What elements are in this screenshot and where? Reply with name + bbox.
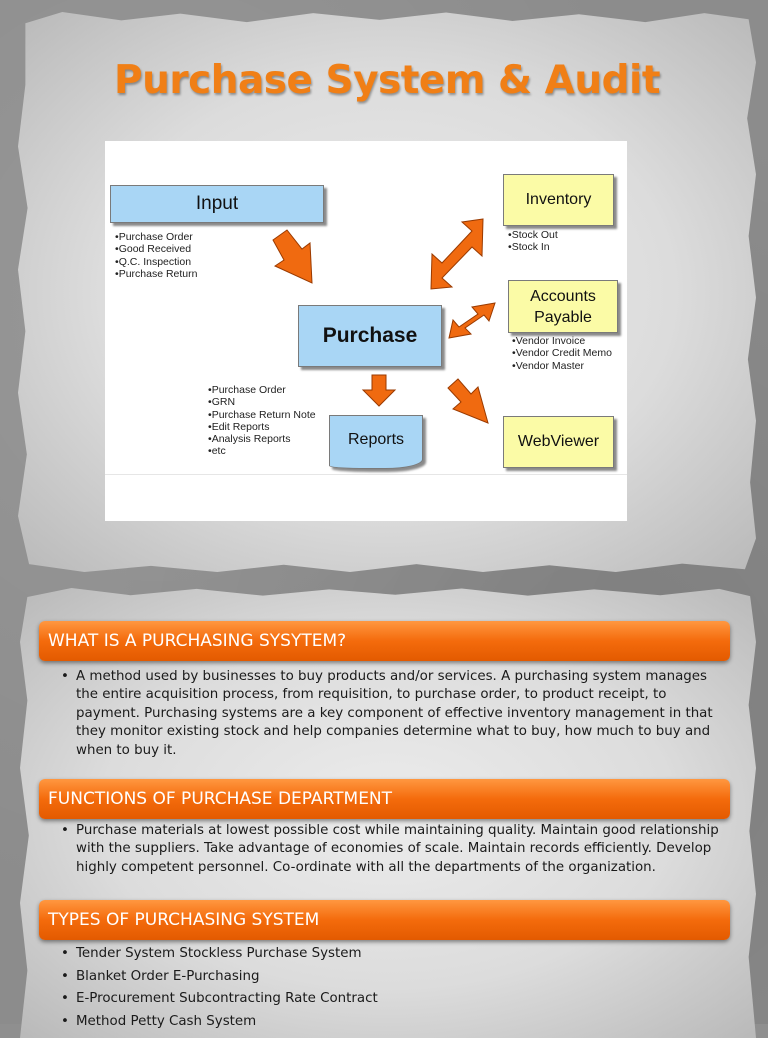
- bullet-item: Blanket Order E-Purchasing: [60, 968, 728, 987]
- diagram-arrows: [272, 218, 496, 424]
- section-heading: TYPES OF PURCHASING SYSTEM: [48, 910, 320, 930]
- arrow-purchase-to-webviewer: [447, 378, 489, 424]
- bullet-item: Purchase materials at lowest possible co…: [60, 822, 728, 877]
- section-header-types: TYPES OF PURCHASING SYSTEM: [39, 900, 730, 940]
- input-items: Purchase Order Good Received Q.C. Inspec…: [115, 231, 198, 280]
- bullet-item: E-Procurement Subcontracting Rate Contra…: [60, 990, 728, 1009]
- purchase-flow-diagram: Input Purchase Order Good Received Q.C. …: [105, 141, 627, 521]
- reports-item: GRN: [208, 396, 316, 408]
- section-heading: FUNCTIONS OF PURCHASE DEPARTMENT: [48, 789, 393, 809]
- arrow-input-to-purchase: [272, 229, 313, 284]
- reports-item: Analysis Reports: [208, 433, 316, 445]
- inventory-item: Stock In: [508, 241, 558, 253]
- section-body-what-is: A method used by businesses to buy produ…: [60, 668, 728, 760]
- accounts-payable-item: Vendor Master: [512, 360, 612, 372]
- accounts-payable-items: Vendor Invoice Vendor Credit Memo Vendor…: [512, 335, 612, 372]
- arrow-purchase-accounts-payable: [448, 302, 496, 339]
- reports-item: Edit Reports: [208, 421, 316, 433]
- reports-box: Reports: [329, 415, 423, 469]
- reports-item: etc: [208, 445, 316, 457]
- input-item: Purchase Order: [115, 231, 197, 243]
- input-label: Input: [195, 193, 239, 214]
- accounts-payable-label-line1: Accounts: [530, 287, 596, 305]
- section-heading: WHAT IS A PURCHASING SYSYTEM?: [48, 631, 347, 651]
- inventory-box: Inventory: [503, 174, 614, 226]
- arrow-purchase-to-reports: [361, 374, 397, 407]
- section-body-functions: Purchase materials at lowest possible co…: [60, 822, 728, 877]
- accounts-payable-label-line2: Payable: [534, 308, 592, 326]
- reports-item: Purchase Return Note: [208, 409, 316, 421]
- purchase-label: Purchase: [322, 324, 418, 347]
- input-box: Input: [110, 185, 324, 223]
- bullet-item: Method Petty Cash System: [60, 1013, 728, 1032]
- diagram-divider: [105, 474, 627, 475]
- input-item: Good Received: [115, 243, 197, 255]
- bullet-item: Tender System Stockless Purchase System: [60, 945, 728, 964]
- inventory-item: Stock Out: [508, 229, 558, 241]
- reports-items: Purchase Order GRN Purchase Return Note …: [208, 384, 316, 458]
- accounts-payable-item: Vendor Invoice: [512, 335, 612, 347]
- accounts-payable-box: Accounts Payable: [508, 280, 618, 333]
- bullet-item: A method used by businesses to buy produ…: [60, 668, 728, 760]
- purchase-box: Purchase: [298, 305, 442, 367]
- webviewer-label: WebViewer: [517, 433, 600, 450]
- accounts-payable-item: Vendor Credit Memo: [512, 347, 612, 359]
- section-body-types: Tender System Stockless Purchase System …: [60, 945, 728, 1036]
- input-item: Purchase Return: [115, 268, 198, 280]
- input-item: Q.C. Inspection: [115, 256, 197, 268]
- slide-title: Purchase System & Audit: [114, 58, 661, 103]
- section-header-functions: FUNCTIONS OF PURCHASE DEPARTMENT: [39, 779, 730, 819]
- arrow-purchase-inventory: [430, 218, 484, 290]
- inventory-label: Inventory: [525, 191, 592, 208]
- section-header-what-is: WHAT IS A PURCHASING SYSYTEM?: [39, 621, 730, 661]
- reports-item: Purchase Order: [208, 384, 316, 396]
- reports-label: Reports: [347, 431, 405, 448]
- inventory-items: Stock Out Stock In: [508, 229, 558, 254]
- webviewer-box: WebViewer: [503, 416, 614, 468]
